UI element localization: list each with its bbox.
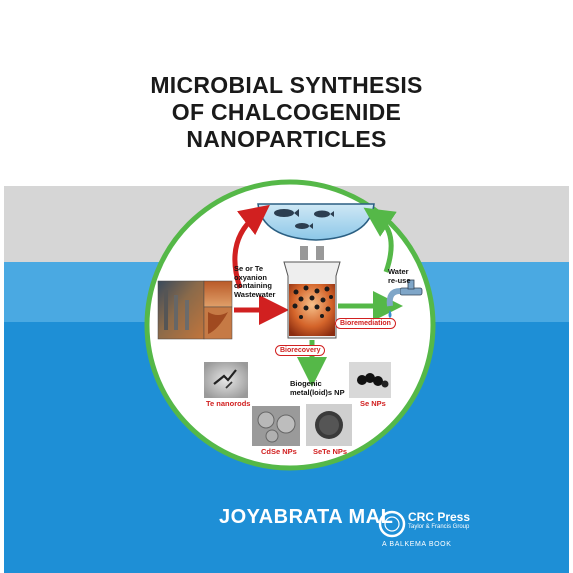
sete-nps-label: SeTe NPs — [313, 447, 348, 456]
industry-photo — [157, 280, 233, 340]
book-title: MICROBIAL SYNTHESIS OF CHALCOGENIDE NANO… — [4, 72, 569, 153]
product-label: Biogenic metal(loid)s NP — [290, 379, 345, 397]
crc-logo-icon — [378, 510, 406, 538]
water-tap-icon — [386, 279, 423, 318]
publisher-subline: Taylor & Francis Group — [408, 524, 470, 530]
publisher-name: CRC Press — [408, 510, 471, 524]
fish-icon — [274, 209, 334, 229]
cdse-nps-image — [252, 406, 300, 446]
title-line-3: NANOPARTICLES — [186, 126, 387, 152]
biorecovery-label: Biorecovery — [275, 345, 326, 356]
cdse-nps-label: CdSe NPs — [261, 447, 297, 456]
te-nanorods-image — [204, 362, 248, 398]
bioreactor-icon — [283, 246, 341, 339]
bioremediation-label: Bioremediation — [335, 318, 396, 329]
green-curve-arrow — [363, 207, 397, 273]
publisher-imprint: A BALKEMA BOOK — [382, 541, 452, 548]
red-curve-arrow — [232, 204, 270, 289]
title-line-2: OF CHALCOGENIDE — [171, 99, 402, 125]
title-line-1: MICROBIAL SYNTHESIS — [150, 72, 423, 98]
process-diagram — [144, 179, 436, 471]
book-cover: MICROBIAL SYNTHESIS OF CHALCOGENIDE NANO… — [4, 0, 569, 573]
influent-label: Se or Te oxyanion containing Wastewater — [234, 264, 276, 299]
se-nps-image — [349, 362, 391, 398]
te-nanorods-label: Te nanorods — [206, 399, 251, 408]
se-nps-label: Se NPs — [360, 399, 386, 408]
reuse-label: Water re-use — [388, 267, 411, 285]
sete-nps-image — [306, 404, 352, 446]
author-name: JOYABRATA MAL — [219, 506, 394, 528]
